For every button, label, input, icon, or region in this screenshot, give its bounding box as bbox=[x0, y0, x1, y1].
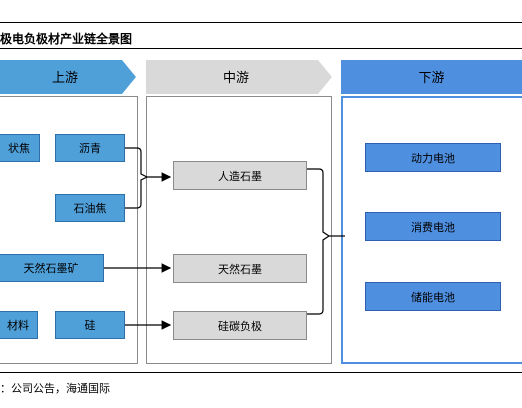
midstream-box-natural-graphite: 天然石墨 bbox=[173, 254, 307, 283]
midstream-box-artificial-graphite: 人造石墨 bbox=[173, 161, 307, 190]
downstream-box-consumer-battery: 消费电池 bbox=[365, 212, 501, 241]
upstream-box-silicon: 硅 bbox=[55, 311, 125, 339]
upstream-box-asphalt: 沥青 bbox=[55, 134, 125, 162]
upstream-box-natural-graphite-ore: 天然石墨矿 bbox=[0, 254, 104, 282]
downstream-box-power-battery: 动力电池 bbox=[365, 143, 501, 172]
upstream-box-needle-coke: 状焦 bbox=[0, 134, 40, 162]
upstream-header-label: 上游 bbox=[51, 71, 78, 86]
top-rule bbox=[0, 22, 522, 23]
midstream-box-silicon-carbon-anode: 硅碳负极 bbox=[173, 311, 307, 340]
figure-title: 极电负极材产业链全景图 bbox=[0, 32, 133, 46]
downstream-header-bar bbox=[341, 60, 522, 94]
downstream-box-storage-battery: 储能电池 bbox=[365, 282, 501, 311]
bracket-midstream-to-downstream bbox=[307, 168, 331, 315]
downstream-header-label: 下游 bbox=[418, 71, 445, 86]
downstream-panel bbox=[341, 96, 522, 364]
midstream-header-label: 中游 bbox=[222, 71, 249, 86]
midstream-panel bbox=[146, 96, 332, 364]
bracket-to-artificial-graphite bbox=[125, 147, 149, 209]
upstream-box-petroleum-coke: 石油焦 bbox=[55, 194, 125, 222]
upstream-box-silicon-material: 材料 bbox=[0, 311, 38, 339]
upstream-header-arrow bbox=[0, 60, 136, 94]
upstream-panel bbox=[0, 96, 138, 364]
bottom-rule bbox=[0, 372, 522, 373]
source-note: ：公司公告，海通国际 bbox=[0, 382, 110, 395]
title-underline bbox=[0, 48, 522, 49]
midstream-header-arrow bbox=[146, 60, 332, 94]
